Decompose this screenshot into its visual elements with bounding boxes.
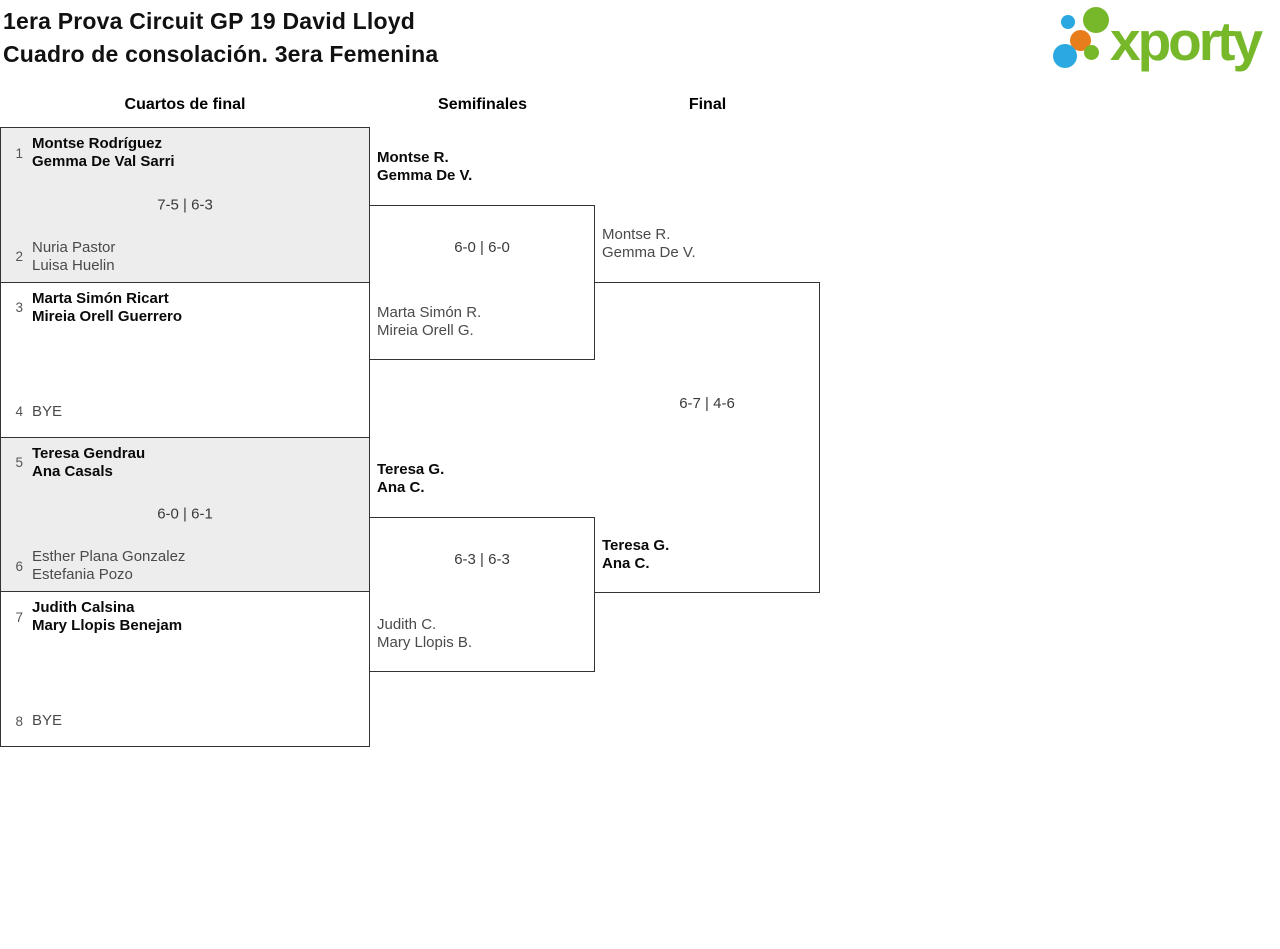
player-name: Teresa G. bbox=[602, 537, 670, 554]
player-name: Montse R. bbox=[377, 149, 449, 166]
seed-number: 8 bbox=[15, 713, 23, 729]
team-slot: 8 BYE bbox=[9, 703, 361, 739]
match-score: 6-0 | 6-1 bbox=[157, 505, 213, 523]
team-name: BYE bbox=[32, 703, 62, 739]
page-title: 1era Prova Circuit GP 19 David Lloyd Cua… bbox=[3, 5, 438, 71]
player-name: Ana C. bbox=[377, 479, 425, 496]
player-name: Ana C. bbox=[602, 555, 650, 572]
team-slot: 5 Teresa Gendrau Ana Casals bbox=[9, 445, 361, 481]
player-name: Ana Casals bbox=[32, 462, 113, 480]
team-name: Teresa G. Ana C. bbox=[602, 537, 802, 573]
match-score: 6-0 | 6-0 bbox=[454, 239, 510, 256]
bye-label: BYE bbox=[32, 402, 63, 420]
team-slot: 2 Nuria Pastor Luisa Huelin bbox=[9, 239, 361, 275]
team-name: Judith C. Mary Llopis B. bbox=[377, 616, 577, 652]
logo-dot-green-small-icon bbox=[1084, 45, 1099, 60]
team-name: Montse R. Gemma De V. bbox=[377, 149, 577, 185]
player-name: Montse R. bbox=[602, 226, 671, 243]
logo-dot-blue-large-icon bbox=[1053, 44, 1077, 68]
seed-number: 4 bbox=[15, 404, 23, 419]
match-score: 6-3 | 6-3 bbox=[454, 551, 510, 568]
player-name: Mireia Orell Guerrero bbox=[32, 307, 183, 325]
team-name: Montse R. Gemma De V. bbox=[602, 226, 802, 262]
bye-label: BYE bbox=[32, 712, 63, 729]
player-name: Esther Plana Gonzalez bbox=[32, 548, 186, 566]
team-name: Marta Simón R. Mireia Orell G. bbox=[377, 304, 577, 340]
match-box-qf-1: 1 Montse Rodríguez Gemma De Val Sarri 7-… bbox=[1, 128, 369, 282]
player-name: Nuria Pastor bbox=[32, 238, 116, 256]
logo-dot-green-large-icon bbox=[1083, 7, 1109, 33]
player-name: Montse Rodríguez bbox=[32, 135, 162, 152]
seed-number: 3 bbox=[15, 300, 23, 316]
quarterfinals-column: 1 Montse Rodríguez Gemma De Val Sarri 7-… bbox=[0, 127, 370, 747]
team-slot: 7 Judith Calsina Mary Llopis Benejam bbox=[9, 599, 361, 635]
player-name: Luisa Huelin bbox=[32, 256, 115, 274]
player-name: Judith C. bbox=[377, 616, 437, 633]
match-box-sf-2: 6-3 | 6-3 bbox=[370, 517, 595, 672]
logo-wordmark: xporty bbox=[1110, 10, 1263, 72]
match-score: 6-7 | 4-6 bbox=[679, 395, 735, 412]
match-box-final: 6-7 | 4-6 bbox=[595, 282, 820, 593]
team-name: Nuria Pastor Luisa Huelin bbox=[32, 239, 115, 275]
player-name: Gemma De Val Sarri bbox=[32, 153, 175, 170]
team-name: Teresa Gendrau Ana Casals bbox=[32, 445, 145, 481]
team-name: Teresa G. Ana C. bbox=[377, 461, 577, 497]
seed-number: 2 bbox=[15, 249, 23, 265]
seed-number: 1 bbox=[15, 145, 23, 161]
team-name: Montse Rodríguez Gemma De Val Sarri bbox=[32, 135, 175, 171]
team-name: Marta Simón Ricart Mireia Orell Guerrero bbox=[32, 290, 182, 326]
team-name: BYE bbox=[32, 394, 62, 430]
round-header-final: Final bbox=[688, 96, 727, 113]
match-box-qf-2: 3 Marta Simón Ricart Mireia Orell Guerre… bbox=[1, 281, 369, 437]
round-header-semifinals: Semifinales bbox=[438, 96, 527, 113]
player-name: Marta Simón R. bbox=[377, 304, 482, 321]
player-name: Judith Calsina bbox=[32, 599, 135, 617]
match-box-sf-1: 6-0 | 6-0 bbox=[370, 205, 595, 360]
team-slot: 4 BYE bbox=[9, 394, 361, 430]
xporty-logo[interactable]: xporty bbox=[1048, 4, 1280, 82]
match-box-qf-3: 5 Teresa Gendrau Ana Casals 6-0 | 6-1 6 … bbox=[1, 436, 369, 592]
team-slot: 1 Montse Rodríguez Gemma De Val Sarri bbox=[9, 135, 361, 171]
match-score: 7-5 | 6-3 bbox=[157, 196, 213, 214]
team-name: Esther Plana Gonzalez Estefania Pozo bbox=[32, 548, 185, 584]
player-name: Mireia Orell G. bbox=[377, 322, 474, 339]
team-slot: 3 Marta Simón Ricart Mireia Orell Guerre… bbox=[9, 290, 361, 326]
seed-number: 6 bbox=[15, 558, 23, 574]
match-box-qf-4: 7 Judith Calsina Mary Llopis Benejam 8 B… bbox=[1, 591, 369, 746]
seed-number: 7 bbox=[15, 609, 23, 625]
team-name: Judith Calsina Mary Llopis Benejam bbox=[32, 599, 182, 635]
player-name: Teresa Gendrau bbox=[32, 444, 146, 462]
team-slot: 6 Esther Plana Gonzalez Estefania Pozo bbox=[9, 548, 361, 584]
player-name: Marta Simón Ricart bbox=[32, 289, 169, 307]
seed-number: 5 bbox=[15, 455, 23, 470]
draw-name: Cuadro de consolación. 3era Femenina bbox=[3, 41, 439, 67]
player-name: Gemma De V. bbox=[602, 244, 696, 261]
player-name: Estefania Pozo bbox=[32, 566, 133, 584]
tournament-name: 1era Prova Circuit GP 19 David Lloyd bbox=[3, 8, 415, 34]
player-name: Mary Llopis B. bbox=[377, 634, 473, 651]
player-name: Gemma De V. bbox=[377, 167, 473, 184]
round-header-quarterfinals: Cuartos de final bbox=[124, 96, 246, 113]
player-name: Teresa G. bbox=[377, 461, 445, 478]
logo-dot-blue-small-icon bbox=[1061, 15, 1075, 29]
player-name: Mary Llopis Benejam bbox=[32, 617, 183, 635]
